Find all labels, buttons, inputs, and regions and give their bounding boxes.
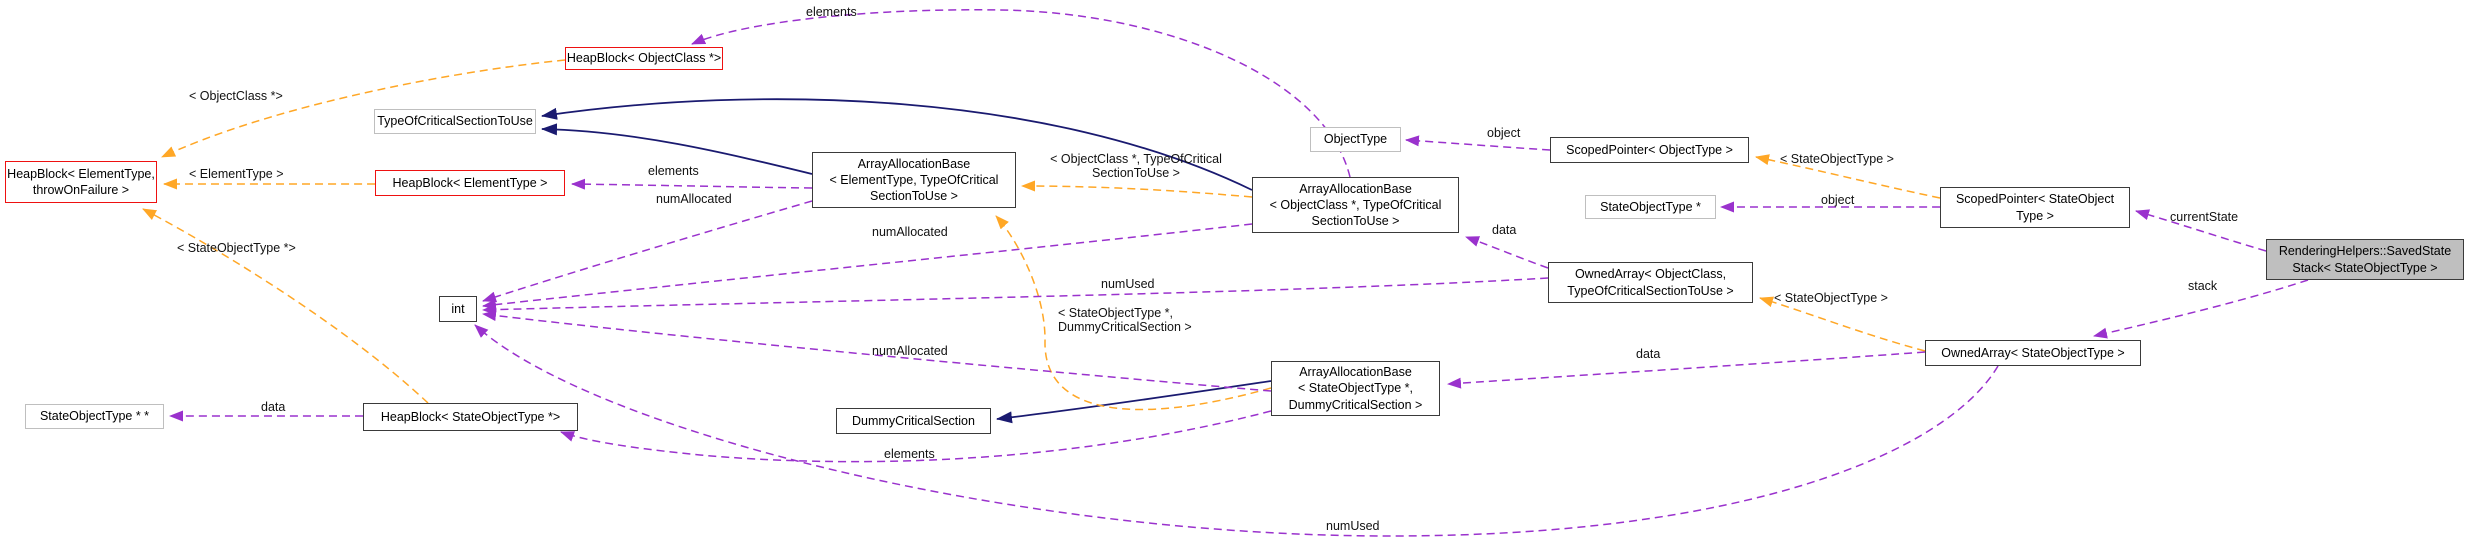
edge-arrayallocationbase-elementtype-to-typeofcriticalsectiontouse bbox=[541, 123, 813, 175]
node-stateobjecttype-ptrptr[interactable]: StateObjectType * * bbox=[25, 404, 164, 429]
edge-label-numallocated-3: numAllocated bbox=[872, 344, 948, 358]
edge-label-stateobjecttype-template-2: < StateObjectType > bbox=[1774, 291, 1888, 305]
node-arrayallocationbase-elementtype[interactable]: ArrayAllocationBase < ElementType, TypeO… bbox=[812, 152, 1016, 208]
edge-label-elements-mid: elements bbox=[648, 164, 699, 178]
edge-heapblock-objectclass-to-heapblock-base bbox=[161, 59, 566, 158]
edge-label-stateobjecttype-ptr-template: < StateObjectType *> bbox=[177, 241, 296, 255]
edge-arrayallocationbase-stateobjecttype-to-dummycriticalsection bbox=[996, 380, 1272, 424]
edge-label-numallocated-1: numAllocated bbox=[656, 192, 732, 206]
edge-numallocated-stateobjecttype-to-int bbox=[482, 310, 1272, 392]
node-renderinghelpers-savedstatestack[interactable]: RenderingHelpers::SavedState Stack< Stat… bbox=[2266, 239, 2464, 280]
edge-label-numused-2: numUsed bbox=[1326, 519, 1380, 533]
edge-heapblock-stateobjecttype-to-heapblock-base bbox=[142, 208, 429, 404]
node-arrayallocationbase-objectclass[interactable]: ArrayAllocationBase < ObjectClass *, Typ… bbox=[1252, 177, 1459, 233]
node-dummycriticalsection[interactable]: DummyCriticalSection bbox=[836, 408, 991, 434]
node-int[interactable]: int bbox=[439, 296, 477, 322]
edge-numallocated-objectclass-to-int bbox=[482, 223, 1253, 311]
edge-label-stack: stack bbox=[2188, 279, 2218, 293]
edge-label-data-3: data bbox=[261, 400, 286, 414]
node-arrayallocationbase-stateobjecttype[interactable]: ArrayAllocationBase < StateObjectType *,… bbox=[1271, 361, 1440, 416]
edge-elements-to-heapblock-objectclass bbox=[691, 9, 1351, 178]
edge-scopedpointer-stateobjecttype-to-scopedpointer-objecttype bbox=[1755, 154, 1941, 199]
node-scopedpointer-stateobjecttype[interactable]: ScopedPointer< StateObject Type > bbox=[1940, 187, 2130, 228]
node-heapblock-elementtype[interactable]: HeapBlock< ElementType > bbox=[375, 170, 565, 196]
edge-label-object-2: object bbox=[1821, 193, 1855, 207]
node-heapblock-stateobjecttype-ptr[interactable]: HeapBlock< StateObjectType *> bbox=[363, 403, 578, 431]
edge-label-stateobjecttype-template-1: < StateObjectType > bbox=[1780, 152, 1894, 166]
edge-label-elements-bottom: elements bbox=[884, 447, 935, 461]
node-ownedarray-objectclass[interactable]: OwnedArray< ObjectClass, TypeOfCriticalS… bbox=[1548, 262, 1753, 303]
edge-arrayallocationbase-objectclass-to-arrayallocationbase-elementtype bbox=[1021, 180, 1253, 198]
node-heapblock-objectclass-ptr[interactable]: HeapBlock< ObjectClass *> bbox=[565, 47, 723, 70]
edge-label-numused-1: numUsed bbox=[1101, 277, 1155, 291]
edge-label-numallocated-2: numAllocated bbox=[872, 225, 948, 239]
node-objecttype[interactable]: ObjectType bbox=[1310, 127, 1401, 152]
node-ownedarray-stateobjecttype[interactable]: OwnedArray< StateObjectType > bbox=[1925, 340, 2141, 366]
edge-label-stateobjecttype-dummycritical-template: < StateObjectType *, DummyCriticalSectio… bbox=[1058, 306, 1192, 335]
edge-label-objectclass-template: < ObjectClass *> bbox=[189, 89, 283, 103]
node-heapblock-elementtype-throwonfailure[interactable]: HeapBlock< ElementType, throwOnFailure > bbox=[5, 161, 157, 203]
node-scopedpointer-objecttype[interactable]: ScopedPointer< ObjectType > bbox=[1550, 137, 1749, 163]
edge-elements-to-heapblock-stateobjecttype bbox=[560, 410, 1272, 463]
edge-data-to-arrayallocationbase-objectclass bbox=[1465, 236, 1549, 269]
edge-currentstate-to-scopedpointer bbox=[2135, 209, 2267, 252]
edge-numused-ownedarray-objectclass-to-int bbox=[482, 277, 1549, 316]
node-typeofcriticalsectiontouse[interactable]: TypeOfCriticalSectionToUse bbox=[374, 109, 536, 134]
edge-label-data-1: data bbox=[1492, 223, 1517, 237]
edge-label-elementtype-template: < ElementType > bbox=[189, 167, 284, 181]
edge-data-to-arrayallocationbase-stateobjecttype bbox=[1447, 351, 1926, 389]
edge-object-to-objecttype bbox=[1405, 135, 1551, 151]
edge-label-objectclass-typeofcritical-template: < ObjectClass *, TypeOfCritical SectionT… bbox=[1050, 152, 1222, 181]
edge-stack-to-ownedarray-stateobjecttype bbox=[2093, 279, 2309, 339]
edge-label-data-2: data bbox=[1636, 347, 1661, 361]
edge-arrayallocationbase-stateobjecttype-to-arrayallocationbase-elementtype bbox=[995, 215, 1272, 411]
edge-label-currentstate: currentState bbox=[2170, 210, 2239, 224]
edge-label-object-1: object bbox=[1487, 126, 1521, 140]
edge-ownedarray-stateobjecttype-to-ownedarray-objectclass bbox=[1759, 296, 1926, 352]
edge-elements-to-heapblock-elementtype bbox=[571, 178, 813, 190]
edge-numused-ownedarray-stateobjecttype-to-int bbox=[474, 324, 1999, 537]
node-stateobjecttype-ptr[interactable]: StateObjectType * bbox=[1585, 195, 1716, 219]
edge-label-elements-top: elements bbox=[806, 5, 857, 19]
edge-arrayallocationbase-objectclass-to-typeofcriticalsectiontouse bbox=[541, 98, 1253, 191]
edge-numallocated-elementtype-to-int bbox=[482, 200, 813, 303]
